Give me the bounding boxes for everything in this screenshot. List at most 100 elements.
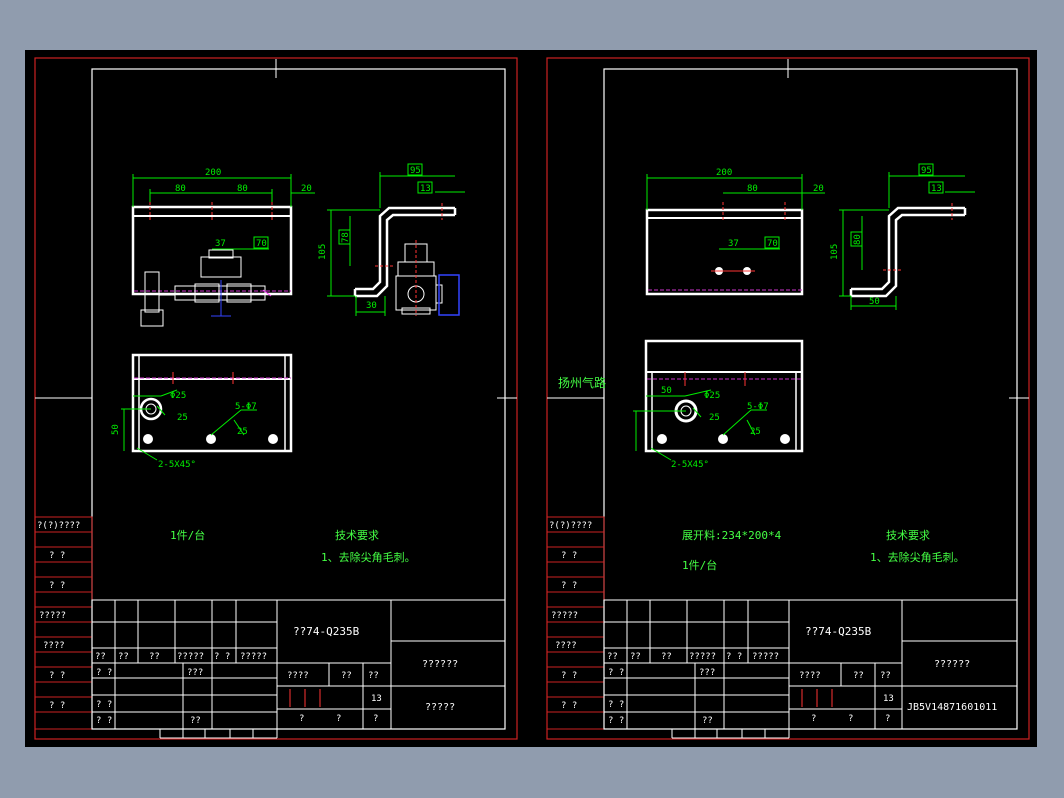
dim-30: 30 xyxy=(366,301,377,311)
dim-20: 20 xyxy=(301,184,312,194)
hdr-0: ?? xyxy=(607,652,618,662)
front-view xyxy=(131,202,293,327)
dim-80-vertical: 80 xyxy=(853,234,863,245)
drawing-code: JB5V14871601011 xyxy=(907,702,997,713)
side-label-0: ?(?)???? xyxy=(549,521,592,531)
tech-title: 技术要求 xyxy=(335,529,379,542)
title-block xyxy=(603,599,1018,739)
outer-frame xyxy=(546,57,1030,740)
dim-78: 78 xyxy=(341,232,351,243)
mid-1: ?? xyxy=(341,671,352,681)
dim-80-left: 80 xyxy=(175,184,186,194)
row4-0: ? ? xyxy=(96,716,112,726)
row4-0: ? ? xyxy=(608,716,624,726)
drawing-canvas[interactable]: 200 80 80 20 37 70 95 13 105 78 30 xyxy=(25,50,1037,747)
row2-0: ? ? xyxy=(608,668,624,678)
row4-1: ?? xyxy=(702,716,713,726)
bottom-1: ? xyxy=(848,714,853,724)
bottom-2: ? xyxy=(373,714,378,724)
dim-95: 95 xyxy=(410,166,421,176)
side-label-1: ? ? xyxy=(561,551,577,561)
side-label-4: ???? xyxy=(555,641,577,651)
dim-13: 13 xyxy=(420,184,431,194)
side-label-4: ???? xyxy=(43,641,65,651)
mid-0: ???? xyxy=(799,671,821,681)
qty-text: 1件/台 xyxy=(170,528,205,542)
side-label-6: ? ? xyxy=(49,701,65,711)
tech-item: 1、去除尖角毛刺。 xyxy=(321,550,416,564)
dim-37: 37 xyxy=(215,239,226,249)
dim-200: 200 xyxy=(716,168,732,178)
bottom-1: ? xyxy=(336,714,341,724)
hdr-1: ?? xyxy=(630,652,641,662)
material-text: ??74-Q235B xyxy=(805,625,872,638)
row2-0: ? ? xyxy=(96,668,112,678)
side-label-1: ? ? xyxy=(49,551,65,561)
dim-50: 50 xyxy=(111,424,121,435)
qty-text: 1件/台 xyxy=(682,558,717,572)
scale-num: 13 xyxy=(883,694,894,704)
row2-1: ??? xyxy=(699,668,715,678)
dim-200: 200 xyxy=(205,168,221,178)
left-side-table xyxy=(34,516,93,730)
row4-1: ?? xyxy=(190,716,201,726)
left-side-table xyxy=(546,516,605,730)
hdr-2: ?? xyxy=(661,652,672,662)
side-dimensions xyxy=(839,163,975,310)
side-label-5: ? ? xyxy=(49,671,65,681)
front-view xyxy=(645,202,804,296)
row3-0: ? ? xyxy=(608,700,624,710)
scale-num: 13 xyxy=(371,694,382,704)
plan-view xyxy=(131,353,293,453)
side-label-6: ? ? xyxy=(561,701,577,711)
dim-dia25: Φ25 xyxy=(704,391,720,401)
front-dimensions xyxy=(646,174,825,250)
hdr-3: ????? xyxy=(689,652,716,662)
dim-13: 13 xyxy=(931,184,942,194)
dim-dia25: Φ25 xyxy=(170,391,186,401)
side-label-0: ?(?)???? xyxy=(37,521,80,531)
row3-0: ? ? xyxy=(96,700,112,710)
outer-frame xyxy=(34,57,518,740)
sheet-left: 200 80 80 20 37 70 95 13 105 78 30 xyxy=(34,57,518,740)
hdr-2: ?? xyxy=(149,652,160,662)
sheet-right: 200 80 20 37 70 95 13 105 80 50 xyxy=(546,57,1030,740)
dim-105: 105 xyxy=(830,244,840,260)
drawing-code: ????? xyxy=(425,702,455,713)
hdr-4: ? ? xyxy=(214,652,230,662)
tech-item: 1、去除尖角毛刺。 xyxy=(870,550,965,564)
dim-25-b: 25 xyxy=(750,427,761,437)
mid-2: ?? xyxy=(880,671,891,681)
material-text: ??74-Q235B xyxy=(293,625,360,638)
side-dimensions xyxy=(327,163,465,316)
dim-25-b: 25 xyxy=(237,427,248,437)
bottom-0: ? xyxy=(299,714,304,724)
dim-37: 37 xyxy=(728,239,739,249)
dim-80: 80 xyxy=(747,184,758,194)
plan-dimensions xyxy=(121,389,257,461)
front-dimensions xyxy=(132,174,315,250)
hdr-1: ?? xyxy=(118,652,129,662)
hdr-3: ????? xyxy=(177,652,204,662)
dim-70: 70 xyxy=(767,239,778,249)
hdr-4: ? ? xyxy=(726,652,742,662)
hdr-0: ?? xyxy=(95,652,106,662)
dim-25-a: 25 xyxy=(709,413,720,423)
side-view xyxy=(849,206,967,298)
mid-2: ?? xyxy=(368,671,379,681)
dim-holes: 5-Φ7 xyxy=(235,402,257,412)
bottom-0: ? xyxy=(811,714,816,724)
stamp-text: 扬州气路 xyxy=(558,375,606,390)
dim-chamfer: 2-5X45° xyxy=(671,460,709,470)
row2-1: ??? xyxy=(187,668,203,678)
mid-1: ?? xyxy=(853,671,864,681)
side-label-2: ? ? xyxy=(561,581,577,591)
unfold-text: 展开料:234*200*4 xyxy=(682,528,782,542)
side-label-5: ? ? xyxy=(561,671,577,681)
title-block xyxy=(91,599,506,739)
dim-25-a: 25 xyxy=(177,413,188,423)
dim-95: 95 xyxy=(921,166,932,176)
bottom-2: ? xyxy=(885,714,890,724)
dim-chamfer: 2-5X45° xyxy=(158,460,196,470)
drawing-name: ?????? xyxy=(422,659,458,670)
